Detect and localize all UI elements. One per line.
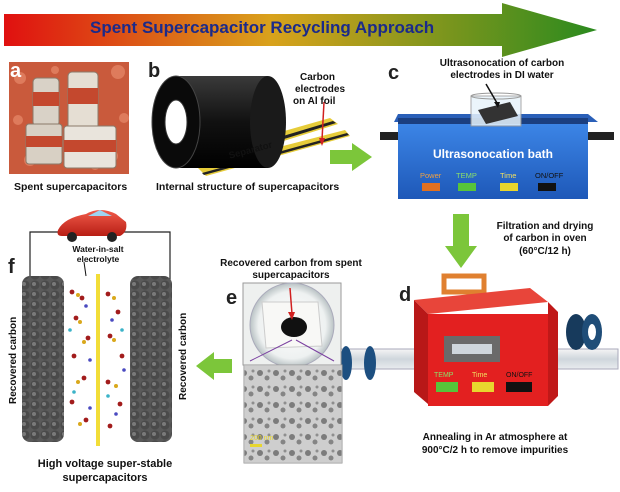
panel-d-furnace	[307, 273, 619, 406]
furnace-control-time-indicator	[472, 382, 494, 392]
bath-control-power: Power	[420, 171, 442, 180]
tem-scale-bar	[250, 444, 262, 447]
filtration-line3: (60°C/12 h)	[519, 246, 571, 257]
panel-c-caption-line1: Ultrasonocation of carbon	[439, 58, 565, 69]
panel-b-carbon-line3: on Al foil	[293, 96, 336, 107]
bath-control-onoff-indicator	[538, 183, 556, 191]
car-body	[57, 210, 127, 236]
panel-d-caption-line2: 900°C/2 h to remove impurities	[421, 445, 569, 456]
furnace-control-onoff-indicator	[506, 382, 532, 392]
panel-label-b: b	[148, 60, 161, 82]
panel-a-photo	[9, 62, 129, 174]
right-electrode	[130, 276, 172, 442]
bath-control-temp: TEMP	[456, 171, 477, 180]
arrow-e-to-f	[196, 352, 232, 380]
electrolyte-line2: electrolyte	[76, 254, 120, 264]
furnace-control-temp: TEMP	[434, 372, 454, 379]
right-electrode-label: Recovered carbon	[178, 312, 189, 400]
electrolyte-molecules	[68, 289, 126, 429]
bath-control-time: Time	[500, 171, 517, 180]
panel-e-images	[242, 282, 343, 464]
panel-e-caption-line2: supercapacitors	[252, 270, 330, 281]
panel-label-f: f	[8, 256, 15, 278]
banner-arrow	[4, 3, 597, 57]
panel-label-e: e	[226, 287, 238, 309]
arrow-b-to-c	[330, 143, 372, 171]
tem-scale-label: 200 nm	[250, 435, 274, 442]
filtration-line1: Filtration and drying	[496, 221, 594, 232]
panel-f-caption-line2: supercapacitors	[62, 472, 148, 484]
banner-title: Spent Supercapacitor Recycling Approach	[90, 18, 435, 37]
panel-c-bath	[380, 83, 614, 199]
bath-control-onoff: ON/OFF	[535, 171, 564, 180]
panel-label-a: a	[10, 60, 22, 82]
bath-control-temp-indicator	[458, 183, 476, 191]
panel-b-carbon-line1: Carbon	[300, 72, 335, 83]
panel-e-caption-line1: Recovered carbon from spent	[220, 258, 362, 269]
left-electrode-label: Recovered carbon	[8, 316, 19, 404]
panel-f-caption-line1: High voltage super-stable	[37, 458, 173, 470]
separator	[96, 274, 100, 446]
panel-d-caption-line1: Annealing in Ar atmosphere at	[422, 432, 568, 443]
furnace-control-time: Time	[472, 372, 488, 379]
panel-c-caption-line2: electrodes in DI water	[450, 70, 554, 81]
arrow-c-to-d	[445, 214, 477, 268]
panel-a-caption: Spent supercapacitors	[14, 181, 128, 193]
furnace-control-onoff: ON/OFF	[506, 372, 533, 379]
panel-f-device	[22, 210, 172, 446]
furnace-control-temp-indicator	[436, 382, 458, 392]
filtration-line2: of carbon in oven	[503, 233, 587, 244]
panel-b-caption: Internal structure of supercapacitors	[156, 181, 340, 193]
panel-b-roll	[151, 75, 350, 176]
panel-label-c: c	[388, 62, 400, 84]
panel-b-carbon-line2: electrodes	[295, 84, 346, 95]
bath-control-time-indicator	[500, 183, 518, 191]
bath-control-power-indicator	[422, 183, 440, 191]
panel-label-d: d	[399, 284, 412, 306]
electrolyte-line1: Water-in-salt	[72, 244, 124, 254]
left-electrode	[22, 276, 64, 442]
bath-label: Ultrasonocation bath	[432, 147, 553, 161]
